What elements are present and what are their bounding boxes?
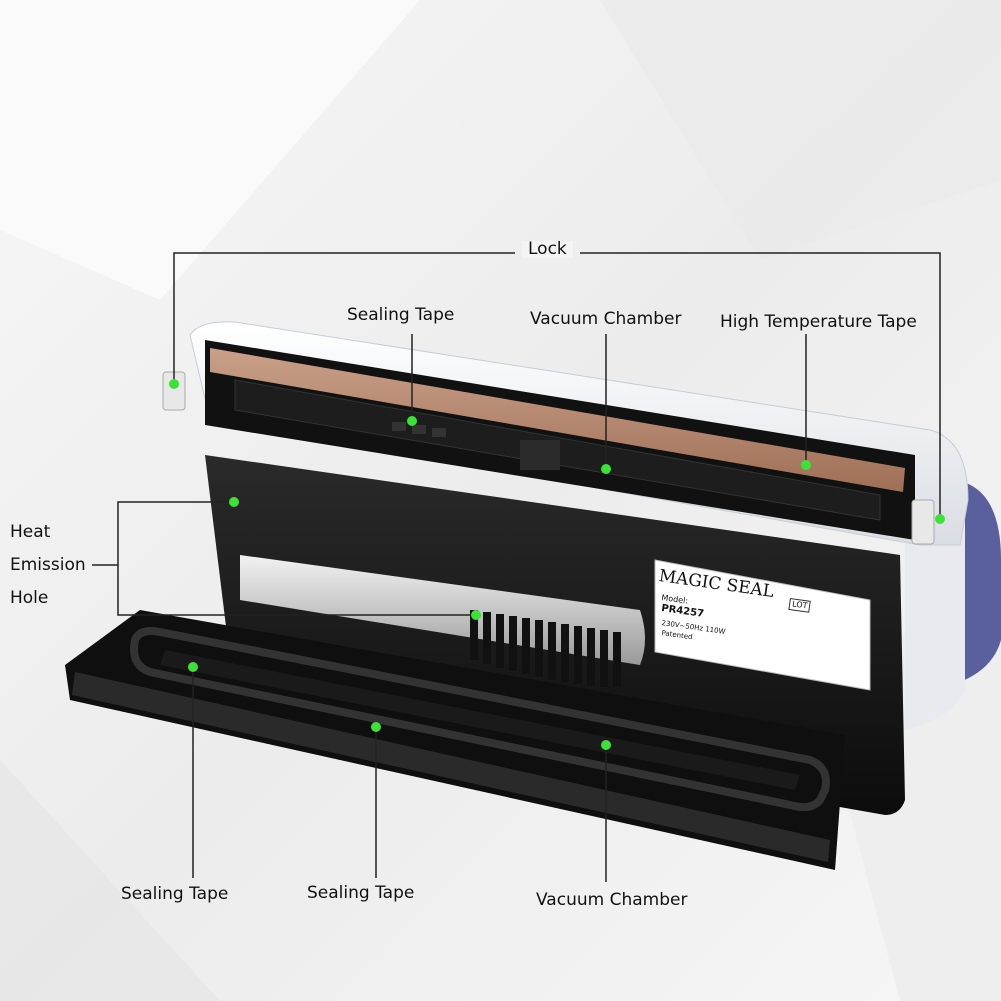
vacuum-chamber-bottom-callout: Vacuum Chamber — [536, 890, 688, 910]
lock-marker-right — [935, 514, 945, 524]
high-temp-tape-marker — [801, 460, 811, 470]
background-facet — [0, 0, 420, 300]
vacuum-chamber-bottom-marker — [601, 740, 611, 750]
markers — [169, 379, 945, 750]
vacuum-chamber-top-callout: Vacuum Chamber — [530, 309, 682, 329]
sealing-tape-bottom-mid-marker — [371, 722, 381, 732]
sealing-bar-detail — [432, 428, 446, 437]
sealing-tape-bottom-left-callout: Sealing Tape — [121, 884, 229, 904]
lower-sealing-gasket — [130, 627, 830, 812]
sealing-tape-bottom-mid-callout: Sealing Tape — [307, 883, 415, 903]
lock-marker-left — [169, 379, 179, 389]
heat-emission-callout-line1: Heat — [10, 522, 51, 542]
lock-callout: Lock — [522, 241, 573, 258]
product-label-panel — [654, 559, 871, 691]
sealing-tape-top-marker — [407, 416, 417, 426]
high-temperature-tape-callout: High Temperature Tape — [720, 312, 917, 332]
heat-emission-marker-vent — [471, 610, 481, 620]
heat-emission-callout-line3: Hole — [10, 588, 49, 608]
sealing-tape-top-callout: Sealing Tape — [347, 305, 455, 325]
lock-leader — [580, 252, 941, 519]
chamber-port — [520, 440, 560, 470]
high-temperature-tape-strip — [210, 348, 905, 492]
background-facet — [600, 0, 1001, 260]
leader-lines — [92, 252, 941, 882]
lock-leader — [173, 252, 515, 384]
heat-emission-callout-line2: Emission — [10, 555, 86, 575]
right-lock-latch — [911, 499, 935, 545]
heat-emission-leader — [117, 501, 476, 616]
lower-vacuum-chamber — [160, 650, 800, 790]
vacuum-chamber-top-marker — [601, 464, 611, 474]
sealing-tape-bottom-left-marker — [188, 662, 198, 672]
sealing-bar-detail — [392, 422, 406, 431]
sealing-bar-detail — [412, 425, 426, 434]
heat-emission-marker-top — [229, 497, 239, 507]
lower-tray-rim — [72, 672, 830, 862]
heat-emission-tube — [240, 555, 645, 665]
background-facet — [0, 760, 220, 1001]
heat-emission-vents — [470, 610, 621, 687]
